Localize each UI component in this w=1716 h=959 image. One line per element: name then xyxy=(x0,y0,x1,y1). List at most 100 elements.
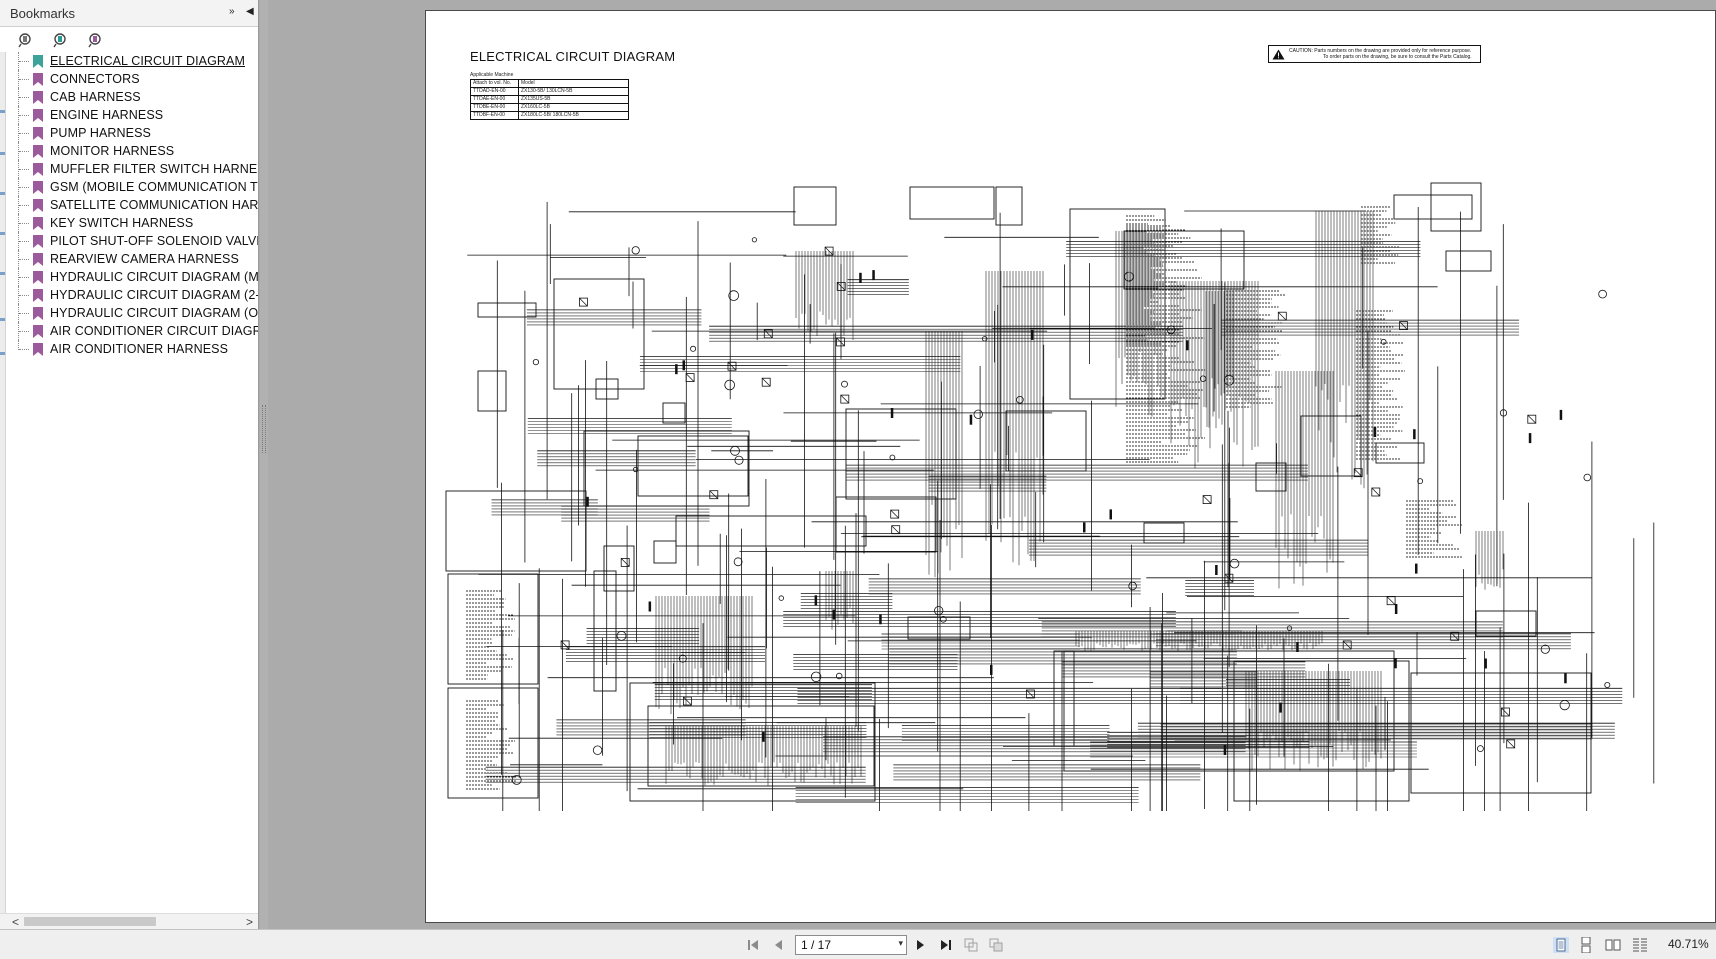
bookmark-item[interactable]: HYDRAULIC CIRCUIT DIAGRAM (MONC xyxy=(6,268,258,286)
bookmark-item[interactable]: HYDRAULIC CIRCUIT DIAGRAM (OPTI xyxy=(6,304,258,322)
electrical-schematic xyxy=(445,182,1655,811)
caution-note: CAUTION: Parts numbers on the drawing ar… xyxy=(1268,45,1481,63)
bookmark-item[interactable]: MONITOR HARNESS xyxy=(6,142,258,160)
bookmark-flag-icon xyxy=(33,109,43,122)
bookmark-item[interactable]: MUFFLER FILTER SWITCH HARNESS xyxy=(6,160,258,178)
single-page-icon[interactable] xyxy=(1553,937,1569,953)
bookmark-label[interactable]: CAB HARNESS xyxy=(50,90,141,104)
previous-view-icon[interactable] xyxy=(964,938,978,952)
document-viewport: ELECTRICAL CIRCUIT DIAGRAM Applicable Ma… xyxy=(268,0,1716,929)
bookmark-flag-icon xyxy=(33,163,43,176)
page-navigation-bar: 1 / 17 ▾ 40.71% xyxy=(0,929,1716,959)
document-title: ELECTRICAL CIRCUIT DIAGRAM xyxy=(470,49,676,64)
zoom-level[interactable]: 40.71% xyxy=(1668,937,1709,951)
bookmark-label[interactable]: ENGINE HARNESS xyxy=(50,108,164,122)
bookmark-item[interactable]: PUMP HARNESS xyxy=(6,124,258,142)
bookmark-tree: ELECTRICAL CIRCUIT DIAGRAM CONNECTORS CAB … xyxy=(6,52,258,912)
bookmark-flag-icon xyxy=(33,343,43,356)
continuous-icon[interactable] xyxy=(1578,937,1594,953)
bookmark-label[interactable]: KEY SWITCH HARNESS xyxy=(50,216,194,230)
bookmark-flag-icon xyxy=(33,253,43,266)
continuous-facing-icon[interactable] xyxy=(1632,937,1648,953)
facing-icon[interactable] xyxy=(1605,937,1621,953)
bookmark-label[interactable]: AIR CONDITIONER HARNESS xyxy=(50,342,229,356)
bookmark-flag-icon xyxy=(33,271,43,284)
bookmark-item[interactable]: CONNECTORS xyxy=(6,70,258,88)
bookmark-item[interactable]: REARVIEW CAMERA HARNESS xyxy=(6,250,258,268)
bookmark-flag-icon xyxy=(33,289,43,302)
bookmark-flag-icon xyxy=(33,235,43,248)
bookmark-item[interactable]: HYDRAULIC CIRCUIT DIAGRAM (2-PIE xyxy=(6,286,258,304)
next-page-icon[interactable] xyxy=(914,938,928,952)
bookmark-flag-icon xyxy=(33,217,43,230)
bookmark-item[interactable]: AIR CONDITIONER HARNESS xyxy=(6,340,258,358)
bookmark-label[interactable]: CONNECTORS xyxy=(50,72,140,86)
bookmark-label[interactable]: HYDRAULIC CIRCUIT DIAGRAM (OPTI xyxy=(50,306,258,320)
bookmark-label[interactable]: PILOT SHUT-OFF SOLENOID VALVE H xyxy=(50,234,258,248)
bookmark-flag-icon xyxy=(33,307,43,320)
table-cell: Model xyxy=(518,79,629,88)
bookmark-flag-icon xyxy=(33,145,43,158)
bookmark-item[interactable]: KEY SWITCH HARNESS xyxy=(6,214,258,232)
bookmark-item[interactable]: ENGINE HARNESS xyxy=(6,106,258,124)
bookmarks-header: Bookmarks » ◀ xyxy=(0,0,258,27)
bookmark-expand-icon[interactable] xyxy=(52,31,70,49)
table-cell: Attach to vol. No. xyxy=(470,79,519,88)
bookmark-item[interactable]: SATELLITE COMMUNICATION HARNES xyxy=(6,196,258,214)
bookmark-flag-icon xyxy=(33,199,43,212)
caution-line-1: CAUTION: Parts numbers on the drawing ar… xyxy=(1289,48,1472,54)
bookmark-flag-icon xyxy=(33,73,43,86)
expand-panel-button[interactable]: » xyxy=(229,6,235,17)
bookmark-flag-icon xyxy=(33,91,43,104)
bookmark-label[interactable]: AIR CONDITIONER CIRCUIT DIAGRAM xyxy=(50,324,258,338)
collapse-panel-button[interactable]: ◀ xyxy=(246,6,254,17)
panel-splitter[interactable] xyxy=(260,0,268,929)
table-row: Attach to vol. No.Model xyxy=(470,79,629,88)
last-page-icon[interactable] xyxy=(939,938,953,952)
page-dropdown-arrow[interactable]: ▾ xyxy=(898,938,903,948)
bookmark-item[interactable]: GSM (MOBILE COMMUNICATION TERM xyxy=(6,178,258,196)
bookmark-label[interactable]: SATELLITE COMMUNICATION HARNES xyxy=(50,198,258,212)
bookmark-label[interactable]: REARVIEW CAMERA HARNESS xyxy=(50,252,239,266)
bookmark-label[interactable]: MONITOR HARNESS xyxy=(50,144,175,158)
table-cell: ZX160LC-5B xyxy=(518,103,629,112)
bookmark-label[interactable]: ELECTRICAL CIRCUIT DIAGRAM xyxy=(50,54,245,68)
applicable-machine-table: Applicable Machine Attach to vol. No.Mod… xyxy=(470,72,629,120)
scroll-left-button[interactable]: < xyxy=(12,915,20,929)
first-page-icon[interactable] xyxy=(746,938,760,952)
bookmark-item[interactable]: PILOT SHUT-OFF SOLENOID VALVE H xyxy=(6,232,258,250)
bookmark-label[interactable]: HYDRAULIC CIRCUIT DIAGRAM (MONC xyxy=(50,270,258,284)
page-number-value[interactable]: 1 / 17 xyxy=(801,938,832,952)
bookmark-flag-icon xyxy=(33,127,43,140)
table-cell: ZX180LC-5B/ 180LCN-5B xyxy=(518,111,629,120)
table-cell: TTDAE-EN-00 xyxy=(470,95,519,104)
scrollbar-thumb[interactable] xyxy=(24,917,156,926)
bookmark-options-icon[interactable] xyxy=(17,31,35,49)
bookmark-item[interactable]: ELECTRICAL CIRCUIT DIAGRAM xyxy=(6,52,258,70)
table-cell: TTDAD-EN-00 xyxy=(470,87,519,96)
pdf-page: ELECTRICAL CIRCUIT DIAGRAM Applicable Ma… xyxy=(425,10,1716,923)
bookmark-label[interactable]: HYDRAULIC CIRCUIT DIAGRAM (2-PIE xyxy=(50,288,258,302)
bookmark-label[interactable]: GSM (MOBILE COMMUNICATION TERM xyxy=(50,180,258,194)
next-view-icon[interactable] xyxy=(989,938,1003,952)
bookmark-label[interactable]: PUMP HARNESS xyxy=(50,126,151,140)
bookmark-find-icon[interactable] xyxy=(87,31,105,49)
bookmarks-horizontal-scrollbar[interactable]: < > xyxy=(0,913,258,929)
bookmark-item[interactable]: AIR CONDITIONER CIRCUIT DIAGRAM xyxy=(6,322,258,340)
bookmark-label[interactable]: MUFFLER FILTER SWITCH HARNESS xyxy=(50,162,258,176)
splitter-grip[interactable] xyxy=(262,405,266,453)
bookmark-item[interactable]: CAB HARNESS xyxy=(6,88,258,106)
caution-line-2: To order parts on the drawing, be sure t… xyxy=(1323,54,1472,60)
bookmarks-toolbar xyxy=(0,27,258,51)
bookmark-flag-icon xyxy=(33,55,43,68)
bookmark-flag-icon xyxy=(33,181,43,194)
bookmarks-title: Bookmarks xyxy=(10,6,76,21)
previous-page-icon[interactable] xyxy=(771,938,785,952)
scroll-right-button[interactable]: > xyxy=(246,915,254,929)
page-number-field[interactable]: 1 / 17 ▾ xyxy=(795,935,907,955)
panel-side-strip xyxy=(0,52,6,922)
